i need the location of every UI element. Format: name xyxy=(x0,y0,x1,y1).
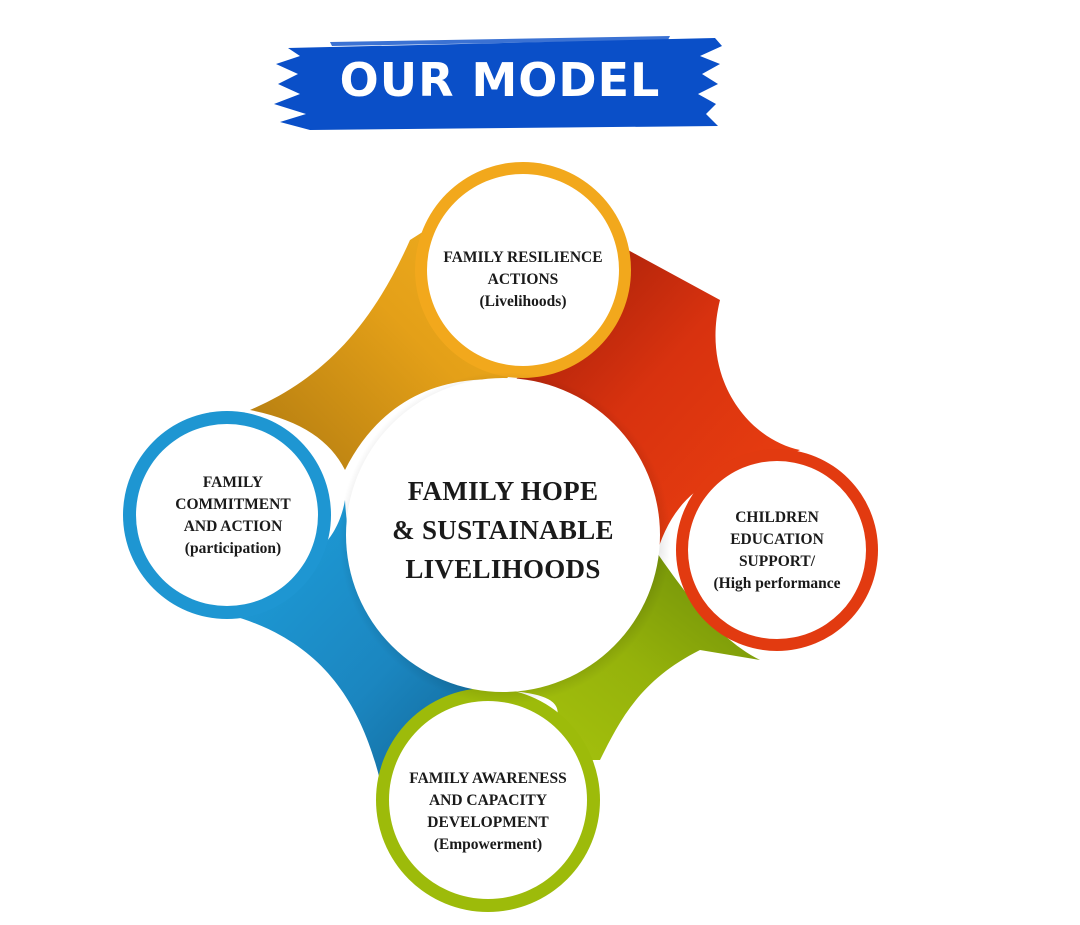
node-right-label: CHILDREN EDUCATION SUPPORT/ (High perfor… xyxy=(677,505,877,597)
node-left xyxy=(123,411,331,619)
center-line-3: LIVELIHOODS xyxy=(405,553,601,584)
brush-stroke-shape xyxy=(274,38,722,130)
brush-stroke-background xyxy=(274,36,722,130)
node-right xyxy=(676,449,878,651)
center-line-1: FAMILY HOPE xyxy=(407,475,599,506)
node-right-line-3: SUPPORT/ xyxy=(738,553,816,570)
node-bottom-line-3: DEVELOPMENT xyxy=(427,814,549,831)
node-right-line-1: CHILDREN xyxy=(735,509,819,526)
node-left-line-3: AND ACTION xyxy=(183,518,283,535)
brush-stroke-streak xyxy=(330,36,670,46)
node-top-face xyxy=(427,174,619,366)
node-top-label: FAMILY RESILIENCE ACTIONS (Livelihoods) xyxy=(423,245,623,315)
node-top-line-2: ACTIONS xyxy=(487,271,559,288)
node-top-line-1: FAMILY RESILIENCE xyxy=(443,249,603,266)
center-line-2: & SUSTAINABLE xyxy=(392,514,614,545)
node-left-line-4: (participation) xyxy=(184,540,282,557)
node-right-line-4: (High performance xyxy=(713,575,841,592)
node-top xyxy=(415,162,631,378)
node-bottom-face xyxy=(389,701,587,899)
node-left-line-1: FAMILY xyxy=(202,474,264,491)
center-circle xyxy=(346,378,660,692)
node-right-line-2: EDUCATION xyxy=(730,531,824,548)
node-left-label: FAMILY COMMITMENT AND ACTION (participat… xyxy=(133,470,333,562)
node-top-line-3: (Livelihoods) xyxy=(479,293,567,310)
node-bottom xyxy=(376,688,600,912)
node-left-face xyxy=(136,424,318,606)
node-bottom-line-1: FAMILY AWARENESS xyxy=(409,770,567,787)
node-right-face xyxy=(688,461,866,639)
node-bottom-line-4: (Empowerment) xyxy=(433,836,543,853)
center-label: FAMILY HOPE & SUSTAINABLE LIVELIHOODS xyxy=(353,465,653,595)
node-bottom-line-2: AND CAPACITY xyxy=(428,792,548,809)
node-left-line-2: COMMITMENT xyxy=(175,496,291,513)
node-bottom-label: FAMILY AWARENESS AND CAPACITY DEVELOPMEN… xyxy=(381,766,595,858)
title-banner: OUR MODEL xyxy=(270,30,730,140)
banner-title: OUR MODEL xyxy=(339,53,661,107)
